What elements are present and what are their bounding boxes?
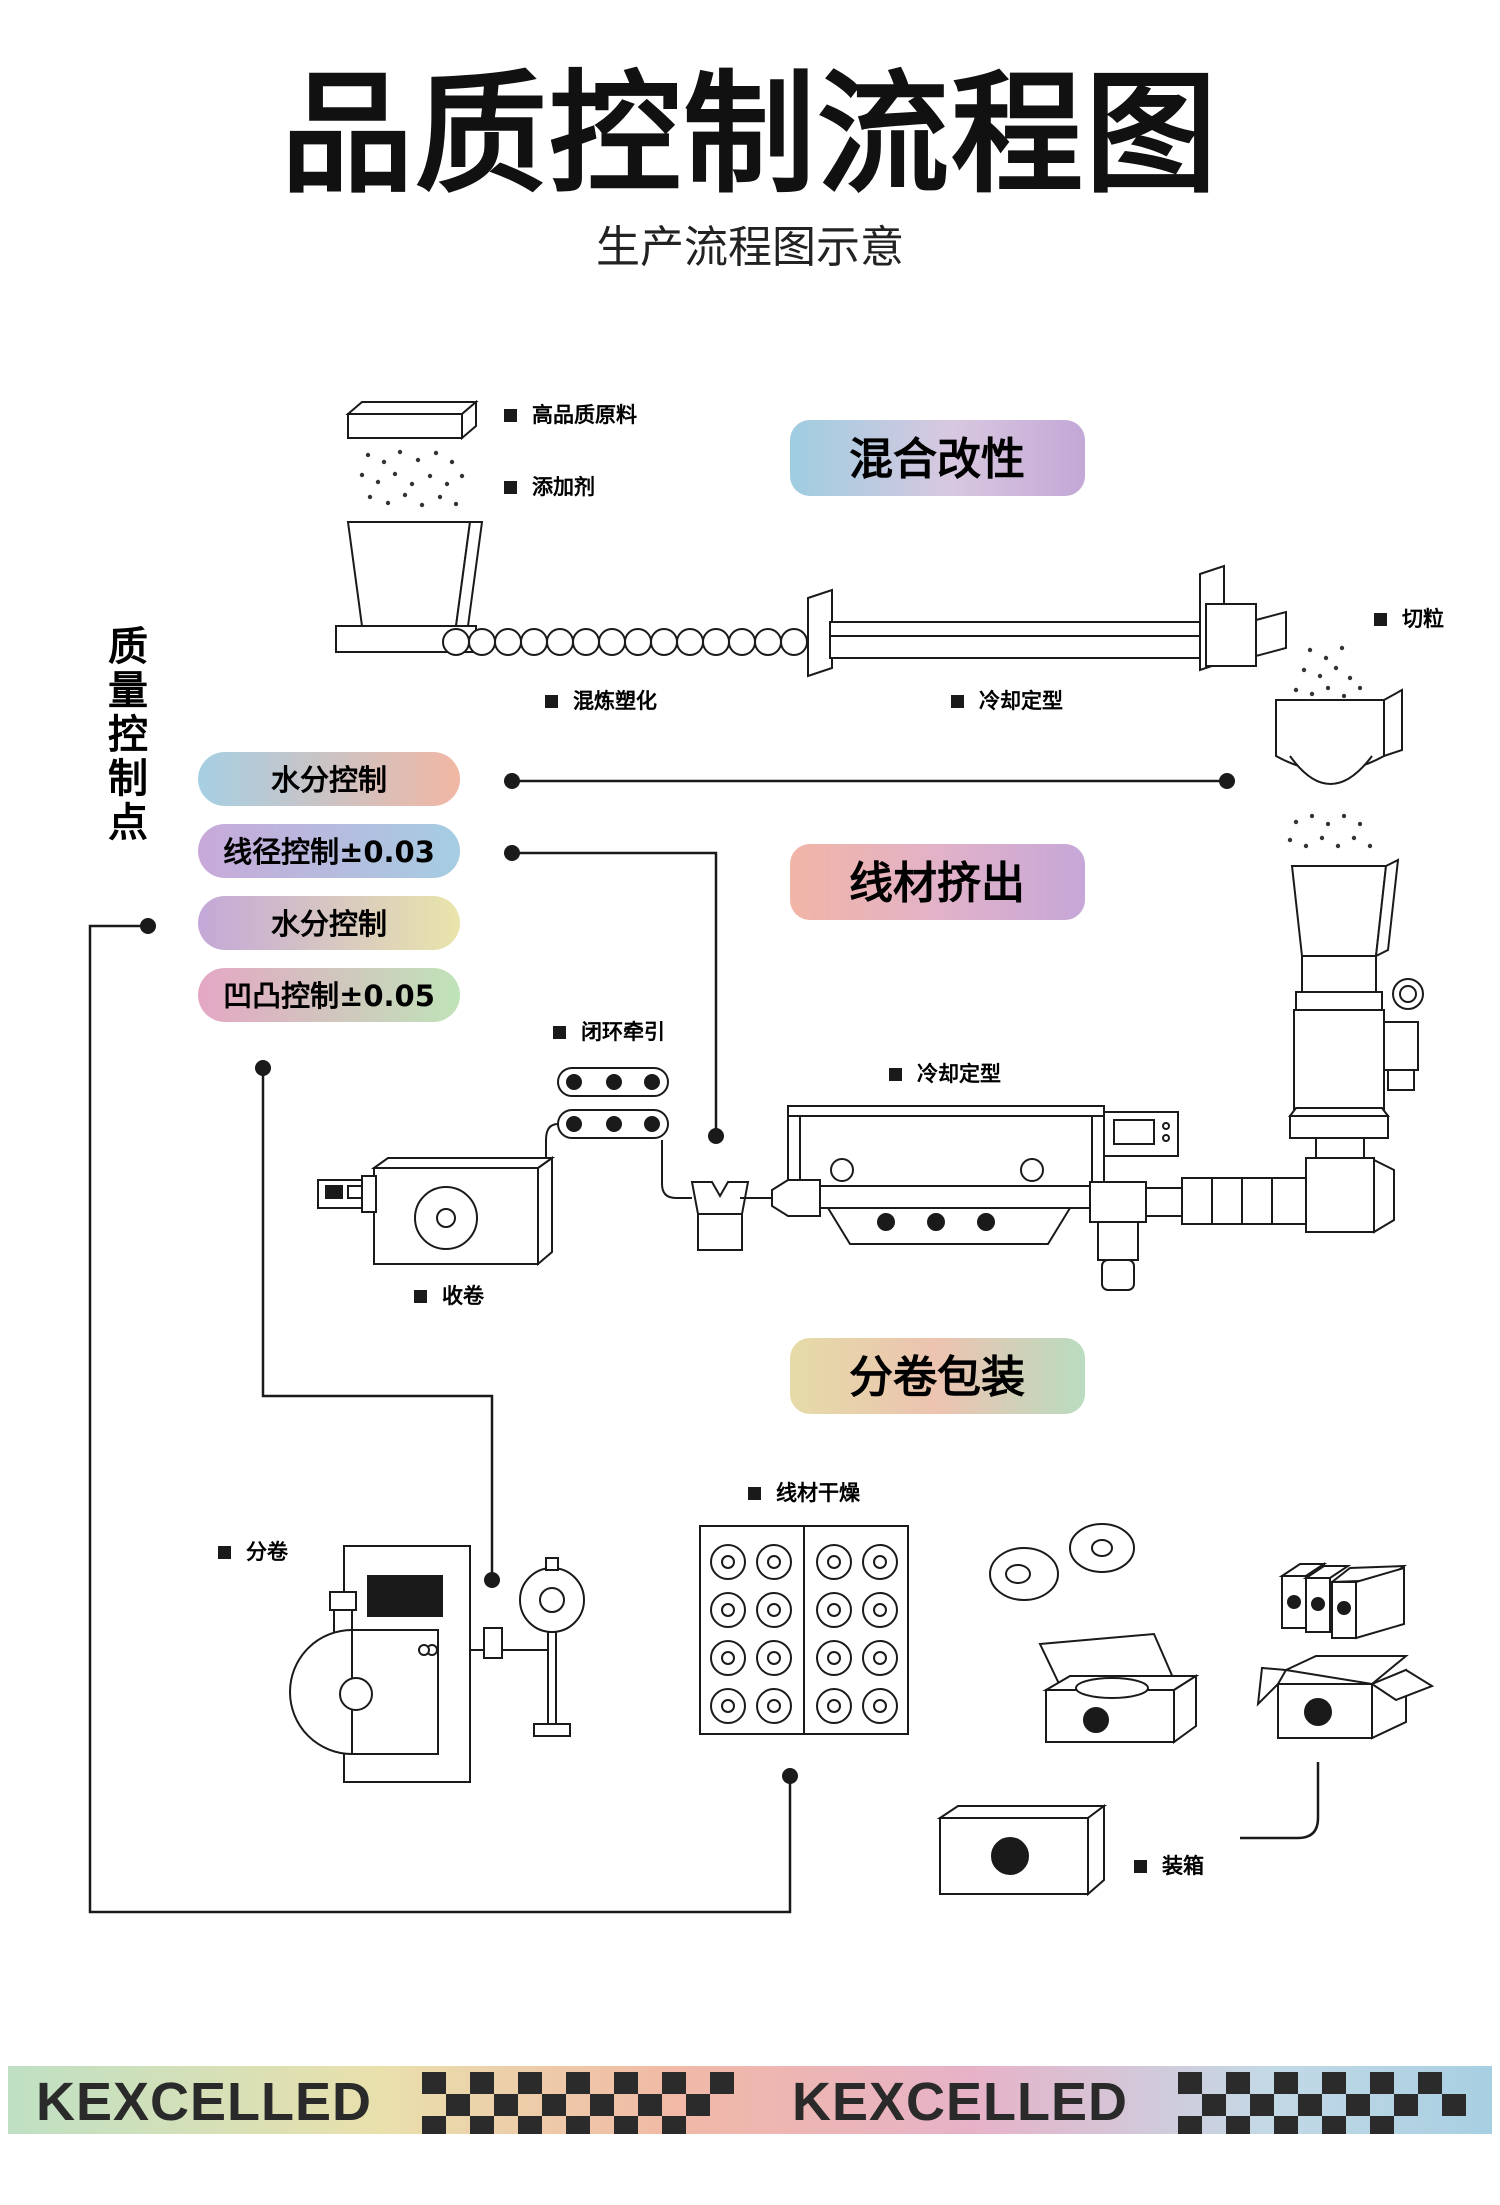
connector-dots <box>140 773 1235 1784</box>
spools-icon <box>989 1523 1135 1601</box>
label-cooling-shaping-2-text: 冷却定型 <box>917 1062 1001 1086</box>
traction-belts-icon <box>557 1067 669 1139</box>
label-raw-material-text: 高品质原料 <box>532 403 637 427</box>
pellet-particles-icon <box>1293 645 1363 699</box>
quality-pill-1-label: 水分控制 <box>271 763 387 797</box>
stage-mixing-label: 混合改性 <box>849 434 1025 485</box>
label-spooling: 分卷 <box>218 1540 289 1564</box>
label-cooling-shaping-1: 冷却定型 <box>951 689 1063 713</box>
stage-extrusion: 线材挤出 <box>790 844 1085 920</box>
label-boxing: 装箱 <box>1134 1854 1204 1878</box>
stage-mixing: 混合改性 <box>790 420 1085 496</box>
brand-banner: KEXCELLED KEXCELLED <box>8 2066 1492 2134</box>
checker-pattern-right <box>1178 2072 1466 2134</box>
label-filament-drying-text: 线材干燥 <box>776 1481 861 1505</box>
label-additive: 添加剂 <box>504 475 595 499</box>
connector-concavity <box>261 1068 494 1580</box>
quality-pill-2-label: 线径控制±0.03 <box>223 835 435 869</box>
quality-pill-4-label: 凹凸控制±0.05 <box>223 979 435 1013</box>
label-additive-text: 添加剂 <box>532 475 595 499</box>
quality-pill-4: 凹凸控制±0.05 <box>198 968 460 1022</box>
label-closed-loop-traction: 闭环牵引 <box>553 1020 665 1044</box>
checker-pattern-left <box>422 2072 734 2134</box>
quality-points-title-char-1: 质 <box>108 624 148 670</box>
label-cooling-shaping-1-text: 冷却定型 <box>979 689 1063 713</box>
pellet-particles-2-icon <box>1287 813 1373 849</box>
open-spool-box-icon <box>1038 1632 1200 1744</box>
quality-points-title-char-5: 点 <box>108 800 148 846</box>
stage-extrusion-label: 线材挤出 <box>849 858 1025 909</box>
puller-icon <box>690 1181 750 1251</box>
label-mixing-plasticizing: 混炼塑化 <box>545 689 657 713</box>
label-closed-loop-traction-text: 闭环牵引 <box>581 1020 665 1044</box>
quality-pill-1: 水分控制 <box>198 752 460 806</box>
connector-lines <box>88 779 1320 1914</box>
additive-particles-icon <box>359 449 465 508</box>
connector-boxing <box>1240 1762 1320 1840</box>
quality-pill-2: 线径控制±0.03 <box>198 824 460 878</box>
quality-points-title-char-3: 控 <box>108 712 148 758</box>
open-carton-icon <box>1256 1655 1435 1740</box>
extruder-icon <box>1145 858 1424 1234</box>
label-raw-material: 高品质原料 <box>504 403 637 427</box>
label-pelletizing-text: 切粒 <box>1402 607 1444 631</box>
brand-text-left: KEXCELLED <box>36 2072 372 2132</box>
label-filament-drying: 线材干燥 <box>748 1481 861 1505</box>
page-title: 品质控制流程图 <box>281 58 1219 212</box>
label-spooling-text: 分卷 <box>246 1540 289 1564</box>
winder-icon <box>317 1156 556 1267</box>
pellet-bin-icon <box>1275 688 1403 785</box>
quality-pill-3: 水分控制 <box>198 896 460 950</box>
sealed-carton-icon <box>936 1804 1107 1897</box>
label-mixing-plasticizing-text: 混炼塑化 <box>573 689 657 713</box>
quality-points-title-char-4: 制 <box>108 756 148 802</box>
quality-pill-3-label: 水分控制 <box>271 907 387 941</box>
cooling-tank-2-icon <box>771 1105 1179 1291</box>
boxes-stack-icon <box>1278 1562 1408 1640</box>
connector-diameter <box>512 851 718 1136</box>
label-winding-text: 收卷 <box>442 1284 485 1308</box>
cooling-tank-1-icon <box>807 564 1287 678</box>
page-subtitle: 生产流程图示意 <box>596 222 904 273</box>
stage-packing: 分卷包装 <box>790 1338 1085 1414</box>
connector-moisture-2 <box>88 924 792 1914</box>
quality-points-title-char-2: 量 <box>108 668 148 714</box>
label-winding: 收卷 <box>414 1284 485 1308</box>
brand-text-right: KEXCELLED <box>792 2072 1128 2132</box>
label-cooling-shaping-2: 冷却定型 <box>889 1062 1001 1086</box>
label-pelletizing: 切粒 <box>1374 607 1444 631</box>
spooling-machine-icon <box>289 1545 585 1783</box>
raw-material-block-icon <box>345 399 479 441</box>
quality-points-title: 质 量 控 制 点 <box>108 624 148 846</box>
stage-packing-label: 分卷包装 <box>849 1352 1025 1403</box>
drying-rack-icon <box>699 1525 909 1735</box>
mixing-screw-icon <box>442 628 808 656</box>
label-boxing-text: 装箱 <box>1162 1854 1204 1878</box>
